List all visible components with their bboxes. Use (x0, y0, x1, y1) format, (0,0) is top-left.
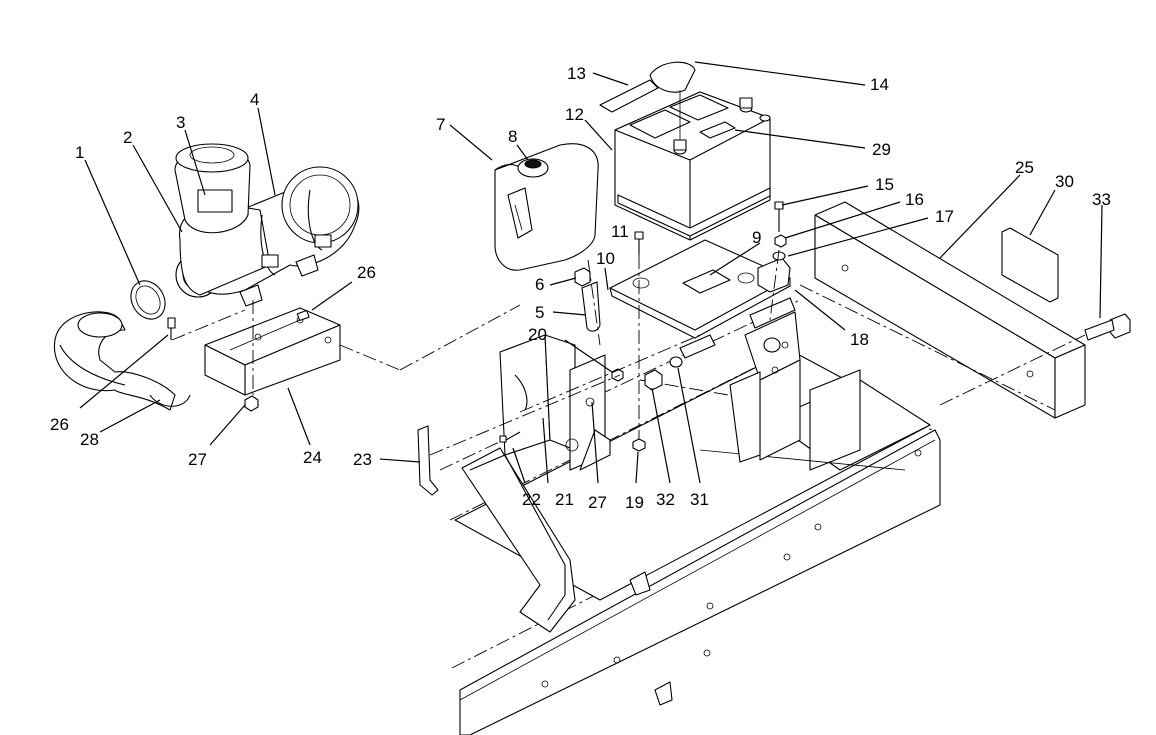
callout-25: 25 (1015, 158, 1034, 177)
right-upright-bracket (729, 311, 801, 463)
callout-29: 29 (872, 140, 891, 159)
callout-10: 10 (596, 249, 615, 268)
callout-27-left: 27 (188, 450, 207, 469)
callout-28: 28 (80, 430, 99, 449)
callout-26-lower: 26 (50, 415, 69, 434)
air-cleaner-mount-bracket (204, 307, 341, 396)
frame-holes (541, 449, 922, 688)
callout-21: 21 (555, 490, 574, 509)
callout-17: 17 (935, 207, 954, 226)
callout-11: 11 (611, 222, 629, 241)
callout-2: 2 (123, 128, 132, 147)
callout-22: 22 (522, 490, 541, 509)
callout-7: 7 (436, 115, 445, 134)
air-cleaner-fasteners (167, 300, 521, 412)
callout-3: 3 (176, 113, 185, 132)
callout-6: 6 (535, 275, 544, 294)
callout-numbers: 1 2 3 4 5 6 7 8 9 10 11 12 13 14 15 16 1… (50, 64, 1111, 512)
chassis-frame (439, 299, 941, 735)
callout-33: 33 (1092, 190, 1111, 209)
callout-23: 23 (353, 450, 372, 469)
battery-tray (609, 201, 796, 440)
callout-24: 24 (303, 448, 322, 467)
battery (599, 61, 771, 241)
curved-support-bracket (461, 447, 576, 633)
callout-4: 4 (250, 90, 259, 109)
callout-19: 19 (625, 493, 644, 512)
callout-14: 14 (870, 75, 889, 94)
callout-26-upper: 26 (357, 263, 376, 282)
callout-12: 12 (565, 105, 584, 124)
callout-5: 5 (535, 303, 544, 322)
mount-brackets (417, 334, 716, 496)
callout-18: 18 (850, 330, 869, 349)
callout-30: 30 (1055, 172, 1074, 191)
callout-31: 31 (690, 490, 709, 509)
air-cleaner-assembly (53, 143, 360, 411)
callout-13: 13 (567, 64, 586, 83)
reservoir-tank (494, 143, 601, 346)
callout-20: 20 (528, 325, 547, 344)
callout-9: 9 (752, 228, 761, 247)
leader-lines (79, 61, 1103, 484)
callout-27-center: 27 (588, 493, 607, 512)
callout-16: 16 (905, 190, 924, 209)
callout-32: 32 (656, 490, 675, 509)
callout-15: 15 (875, 175, 894, 194)
callout-8: 8 (508, 127, 517, 146)
bumper-block (799, 201, 1131, 419)
callout-1: 1 (75, 143, 84, 162)
